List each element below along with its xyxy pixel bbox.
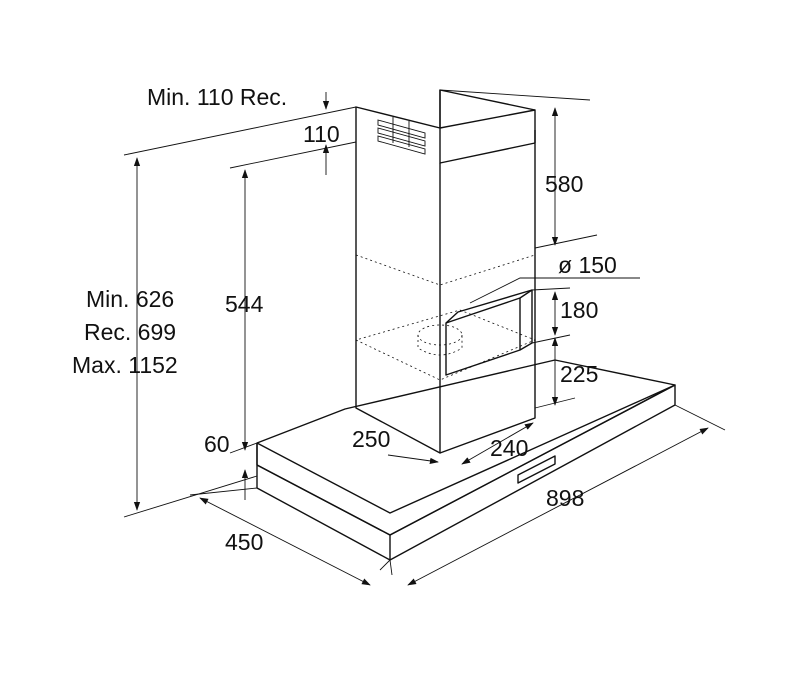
label-diameter-150: ø 150 xyxy=(558,252,617,278)
label-240: 240 xyxy=(490,435,528,461)
hood-canopy-ridge xyxy=(256,384,676,514)
upper-duct-front xyxy=(439,109,536,143)
label-180: 180 xyxy=(560,297,598,323)
air-outlet-box xyxy=(445,289,533,376)
dimension-labels: Min. 110 Rec. 110 580 544 ø 150 180 225 … xyxy=(72,84,617,555)
label-580: 580 xyxy=(545,171,583,197)
label-60: 60 xyxy=(204,431,230,457)
hood-front-edge xyxy=(256,443,391,561)
label-225: 225 xyxy=(560,361,598,387)
label-250: 250 xyxy=(352,426,390,452)
label-max-1152: Max. 1152 xyxy=(72,352,178,378)
label-110: 110 xyxy=(303,121,340,147)
hood-right-edge xyxy=(389,384,676,561)
outlet-front xyxy=(445,297,521,376)
dimension-lines xyxy=(123,89,726,586)
label-rec-699: Rec. 699 xyxy=(84,319,176,345)
vent-grille xyxy=(377,117,426,155)
label-min-110-rec: Min. 110 Rec. xyxy=(147,84,287,110)
label-898: 898 xyxy=(546,485,584,511)
label-544: 544 xyxy=(225,291,264,317)
hood-body xyxy=(256,359,676,561)
label-450: 450 xyxy=(225,529,263,555)
hidden-lines xyxy=(355,254,537,381)
label-min-626: Min. 626 xyxy=(86,286,174,312)
chimney-front-face xyxy=(355,140,441,454)
chimney-right-face xyxy=(439,130,536,454)
hood-canopy-top xyxy=(256,359,676,536)
chimney xyxy=(355,89,536,454)
